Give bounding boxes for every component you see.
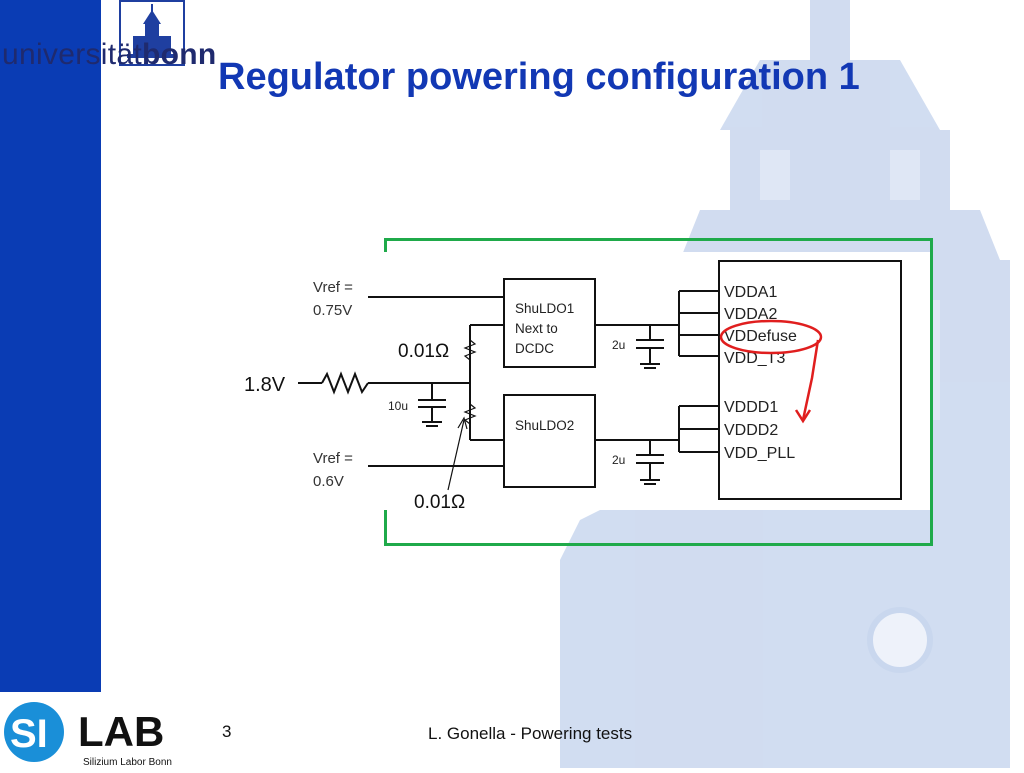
page-number: 3	[222, 722, 232, 741]
university-wordmark: universitätbonn	[2, 38, 217, 72]
shuldo1-box	[503, 278, 596, 368]
resistor-bottom-icon	[463, 403, 477, 425]
university-crest-icon	[119, 0, 185, 66]
vref-top-label-2: 0.75V	[313, 302, 352, 319]
pin-vddd1: VDDD1	[724, 399, 778, 416]
arrowhead-icon	[794, 409, 812, 424]
pin-vdda2: VDDA2	[724, 306, 777, 323]
shuldo1-label-2: Next to	[515, 321, 558, 336]
chip-box	[718, 260, 902, 500]
shuldo2-box	[503, 394, 596, 488]
input-resistor-icon	[321, 371, 369, 395]
silab-lab: LAB	[78, 708, 164, 755]
logo-prefix: universität	[2, 38, 143, 71]
input-cap-label: 10u	[388, 399, 408, 413]
resistor-bottom-pointer	[447, 419, 465, 491]
left-sidebar-band	[0, 0, 101, 692]
pin-vddefuse: VDDefuse	[724, 328, 797, 345]
pin-vddd2: VDDD2	[724, 422, 778, 439]
vddefuse-highlight-ellipse	[719, 319, 823, 355]
shuldo1-label-3: DCDC	[515, 341, 554, 356]
pin-vdda1: VDDA1	[724, 284, 777, 301]
silab-subtitle: Silizium Labor Bonn	[83, 757, 172, 768]
supply-voltage-label: 1.8V	[244, 374, 286, 396]
pin-vdd-pll: VDD_PLL	[724, 445, 795, 462]
highlight-arrow	[801, 339, 820, 421]
silab-logo: SI LAB Silizium Labor Bonn	[0, 692, 200, 768]
shuldo2-label: ShuLDO2	[515, 418, 574, 433]
shuldo1-label-1: ShuLDO1	[515, 301, 574, 316]
vref-bottom-label-1: Vref =	[313, 450, 353, 467]
resistor-top-icon	[463, 339, 477, 361]
resistor-top-label: 0.01Ω	[398, 341, 449, 362]
logo-bold: bonn	[142, 38, 217, 71]
output-cap-bottom-label: 2u	[612, 453, 625, 467]
silab-circle-icon	[4, 702, 64, 762]
output-cap-top-label: 2u	[612, 338, 625, 352]
footer-text: L. Gonella - Powering tests	[428, 724, 633, 743]
silab-si: SI	[10, 712, 48, 756]
resistor-bottom-label: 0.01Ω	[414, 492, 465, 513]
slide-title: Regulator powering configuration 1	[218, 56, 860, 98]
vref-bottom-label-2: 0.6V	[313, 473, 344, 490]
university-bonn-logo: universitätbonn	[0, 0, 216, 72]
pointer-arrowhead-icon	[457, 416, 468, 430]
pin-vdd-t3: VDD_T3	[724, 350, 785, 367]
vref-top-label-1: Vref =	[313, 279, 353, 296]
